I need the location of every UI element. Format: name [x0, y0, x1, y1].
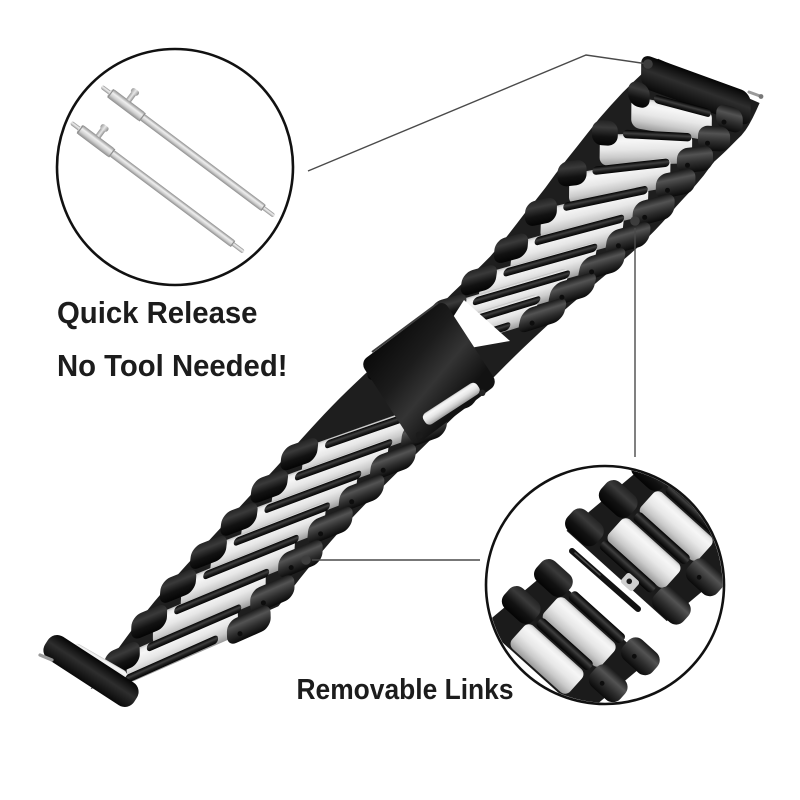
- svg-text:Quick Release: Quick Release: [57, 295, 258, 330]
- svg-text:Removable Links: Removable Links: [297, 674, 514, 706]
- svg-text:No Tool Needed!: No Tool Needed!: [57, 348, 288, 383]
